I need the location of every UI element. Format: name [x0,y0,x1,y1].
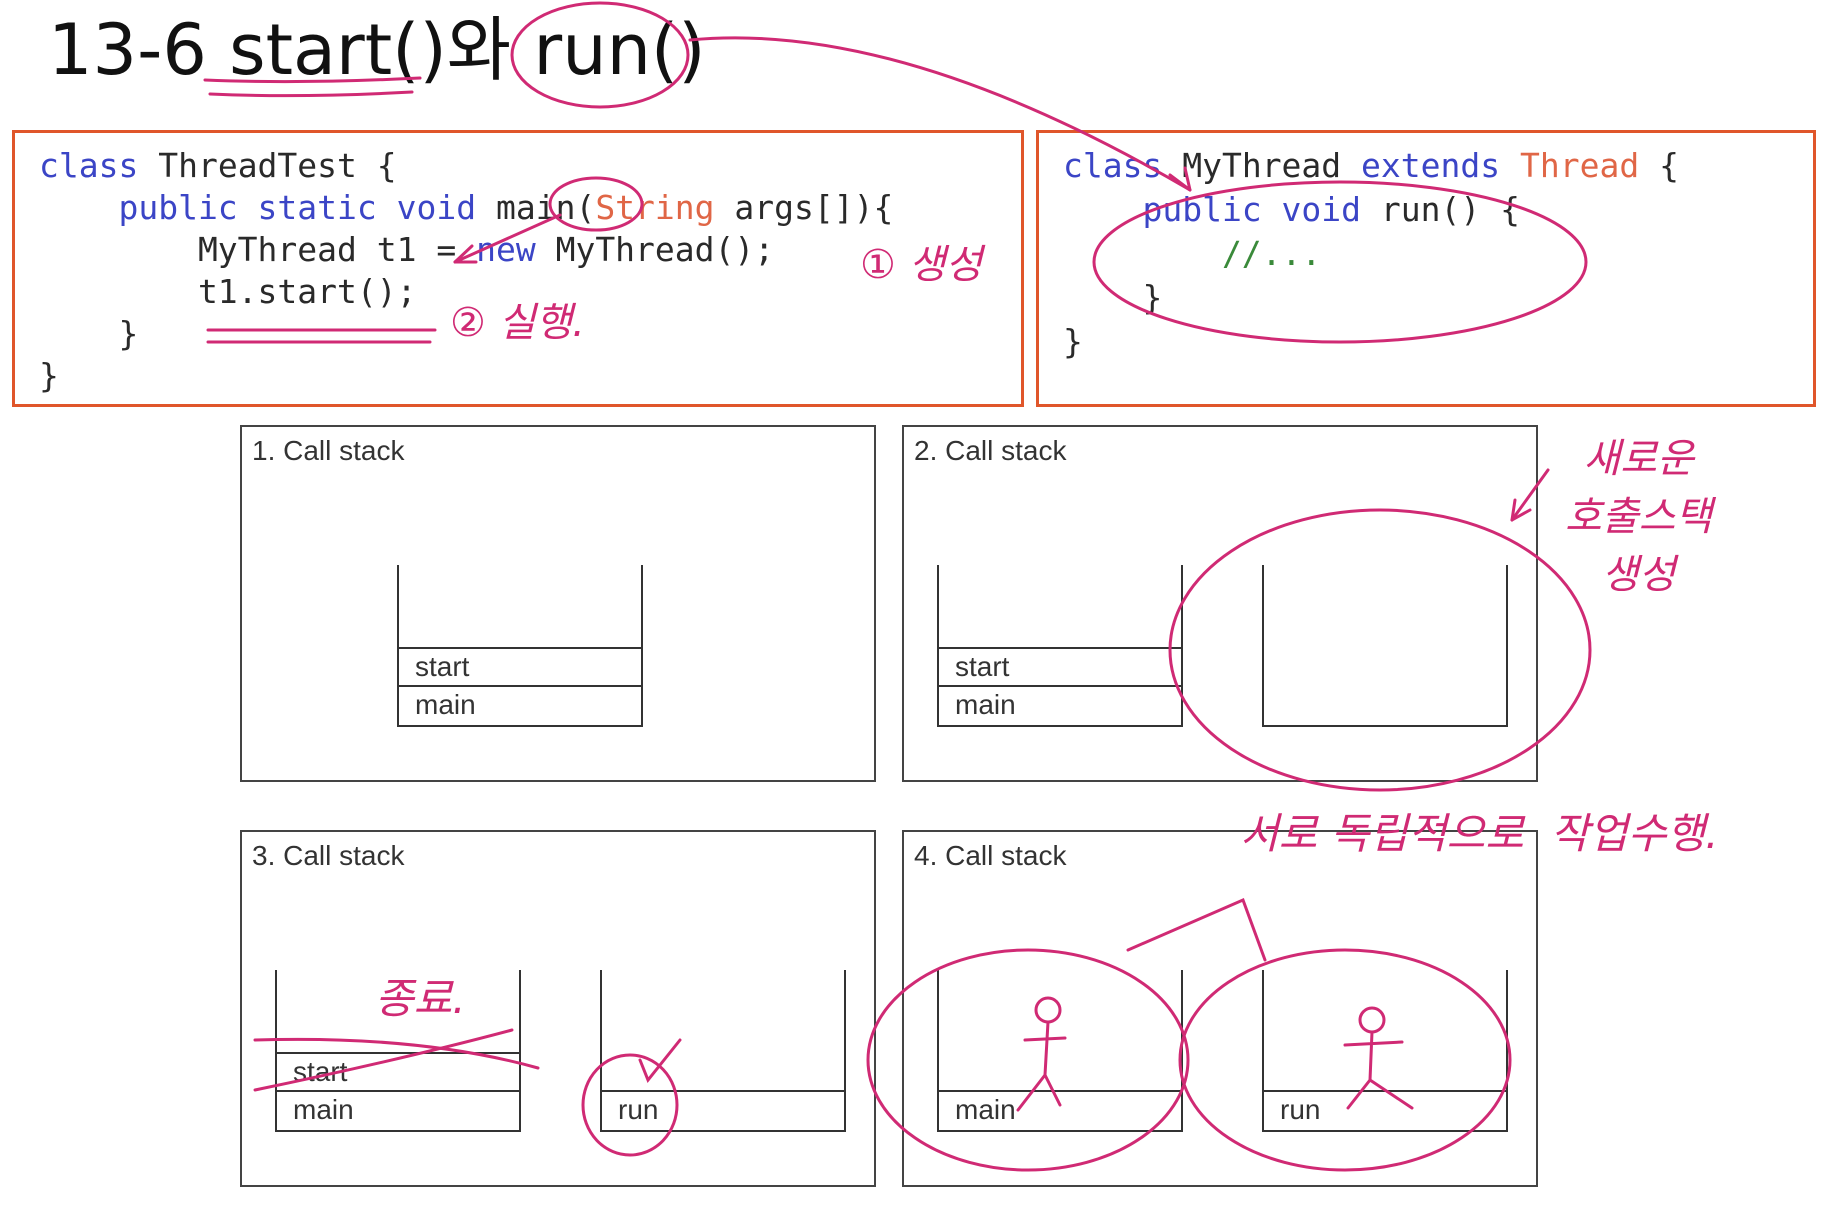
code-line: } [1063,321,1083,363]
code-line: //... [1063,233,1321,275]
frame-main: main [399,685,641,723]
code-line: public static void main(String args[]){ [39,187,893,229]
code-line: } [39,355,59,397]
code-token: public static void [39,188,496,227]
note-end: 종료. [375,974,466,1023]
code-token: } [1063,278,1163,317]
code-token: class [1063,146,1183,185]
code-token: t1.start(); [39,272,417,311]
frame-start: start [399,647,641,685]
code-line: } [39,313,138,355]
frame-main: main [939,1090,1181,1128]
code-line: class ThreadTest { [39,145,397,187]
code-token: MyThread(); [555,230,775,269]
frame-run: run [1264,1090,1506,1128]
code-token: public void [1063,190,1381,229]
stack-new-thread [1262,565,1508,727]
code-token: main( [495,188,596,227]
code-line: } [1063,277,1162,319]
page-title: 13-6 start()와 run() [48,9,706,91]
code-box-mythread: class MyThread extends Thread { public v… [1036,130,1816,407]
code-token: args[]){ [714,188,894,227]
code-token: MyThread t1 = [39,230,477,269]
code-token: //... [1063,234,1322,273]
code-token: MyThread [1182,146,1362,185]
frame-start: start [939,647,1181,685]
stack-main-thread: start main [937,565,1183,727]
code-token: } [39,356,59,395]
panel-label: 1. Call stack [252,435,405,466]
code-line: t1.start(); [39,271,417,313]
stack-new-thread: run [1262,970,1508,1132]
stack-main-thread: main [937,970,1183,1132]
panel-label: 4. Call stack [914,840,1067,871]
call-stack-panel-4: 4. Call stack main run [902,830,1538,1187]
code-token: Thread [1519,146,1640,185]
call-stack-panel-1: 1. Call stack start main [240,425,876,782]
code-token: } [39,314,139,353]
note-independent: 서로 독립적으로 작업수행. [1240,809,1719,858]
note-new-stack: 새로운 호출스택 생성 [1565,436,1713,598]
code-line: public void run() { [1063,189,1520,231]
code-token: String [595,188,715,227]
code-token: run() { [1380,190,1520,229]
stack-main-thread: start main [397,565,643,727]
code-token: ThreadTest { [158,146,397,185]
code-token: } [1063,322,1083,361]
code-line: MyThread t1 = new MyThread(); [39,229,774,271]
frame-main: main [277,1090,519,1128]
frame-start: start [277,1052,519,1090]
panel-label: 2. Call stack [914,435,1067,466]
call-stack-panel-2: 2. Call stack start main [902,425,1538,782]
code-token: extends [1361,146,1520,185]
frame-main: main [939,685,1181,723]
note-run: ② 실행. [450,300,585,346]
note-create: ① 생성 [860,242,983,288]
call-stack-panel-3: 3. Call stack start main run [240,830,876,1187]
code-token: class [39,146,159,185]
code-token: { [1639,146,1679,185]
panel-label: 3. Call stack [252,840,405,871]
code-line: class MyThread extends Thread { [1063,145,1679,187]
code-token: new [476,230,556,269]
frame-run: run [602,1090,844,1128]
stack-new-thread: run [600,970,846,1132]
